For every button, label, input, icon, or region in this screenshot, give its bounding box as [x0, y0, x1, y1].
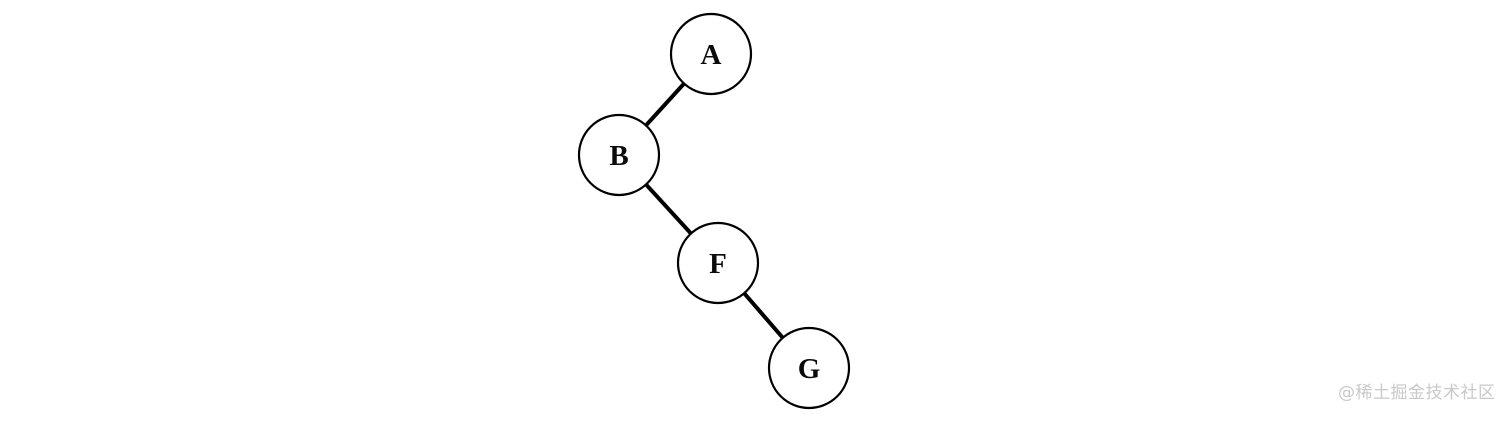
- node-g-label: G: [798, 353, 821, 385]
- node-f-label: F: [709, 248, 727, 280]
- node-a[interactable]: A: [669, 12, 753, 96]
- node-group: A B F G: [577, 12, 851, 410]
- watermark-text: @稀土掘金技术社区: [1338, 383, 1496, 403]
- node-a-label: A: [701, 39, 722, 71]
- edge-group: [617, 52, 811, 370]
- node-b-circle[interactable]: [577, 113, 661, 197]
- node-a-circle[interactable]: [669, 12, 753, 96]
- node-b-label: B: [609, 140, 628, 172]
- node-f-circle[interactable]: [676, 221, 760, 305]
- node-b[interactable]: B: [577, 113, 661, 197]
- node-g-circle[interactable]: [767, 326, 851, 410]
- node-g[interactable]: G: [767, 326, 851, 410]
- node-f[interactable]: F: [676, 221, 760, 305]
